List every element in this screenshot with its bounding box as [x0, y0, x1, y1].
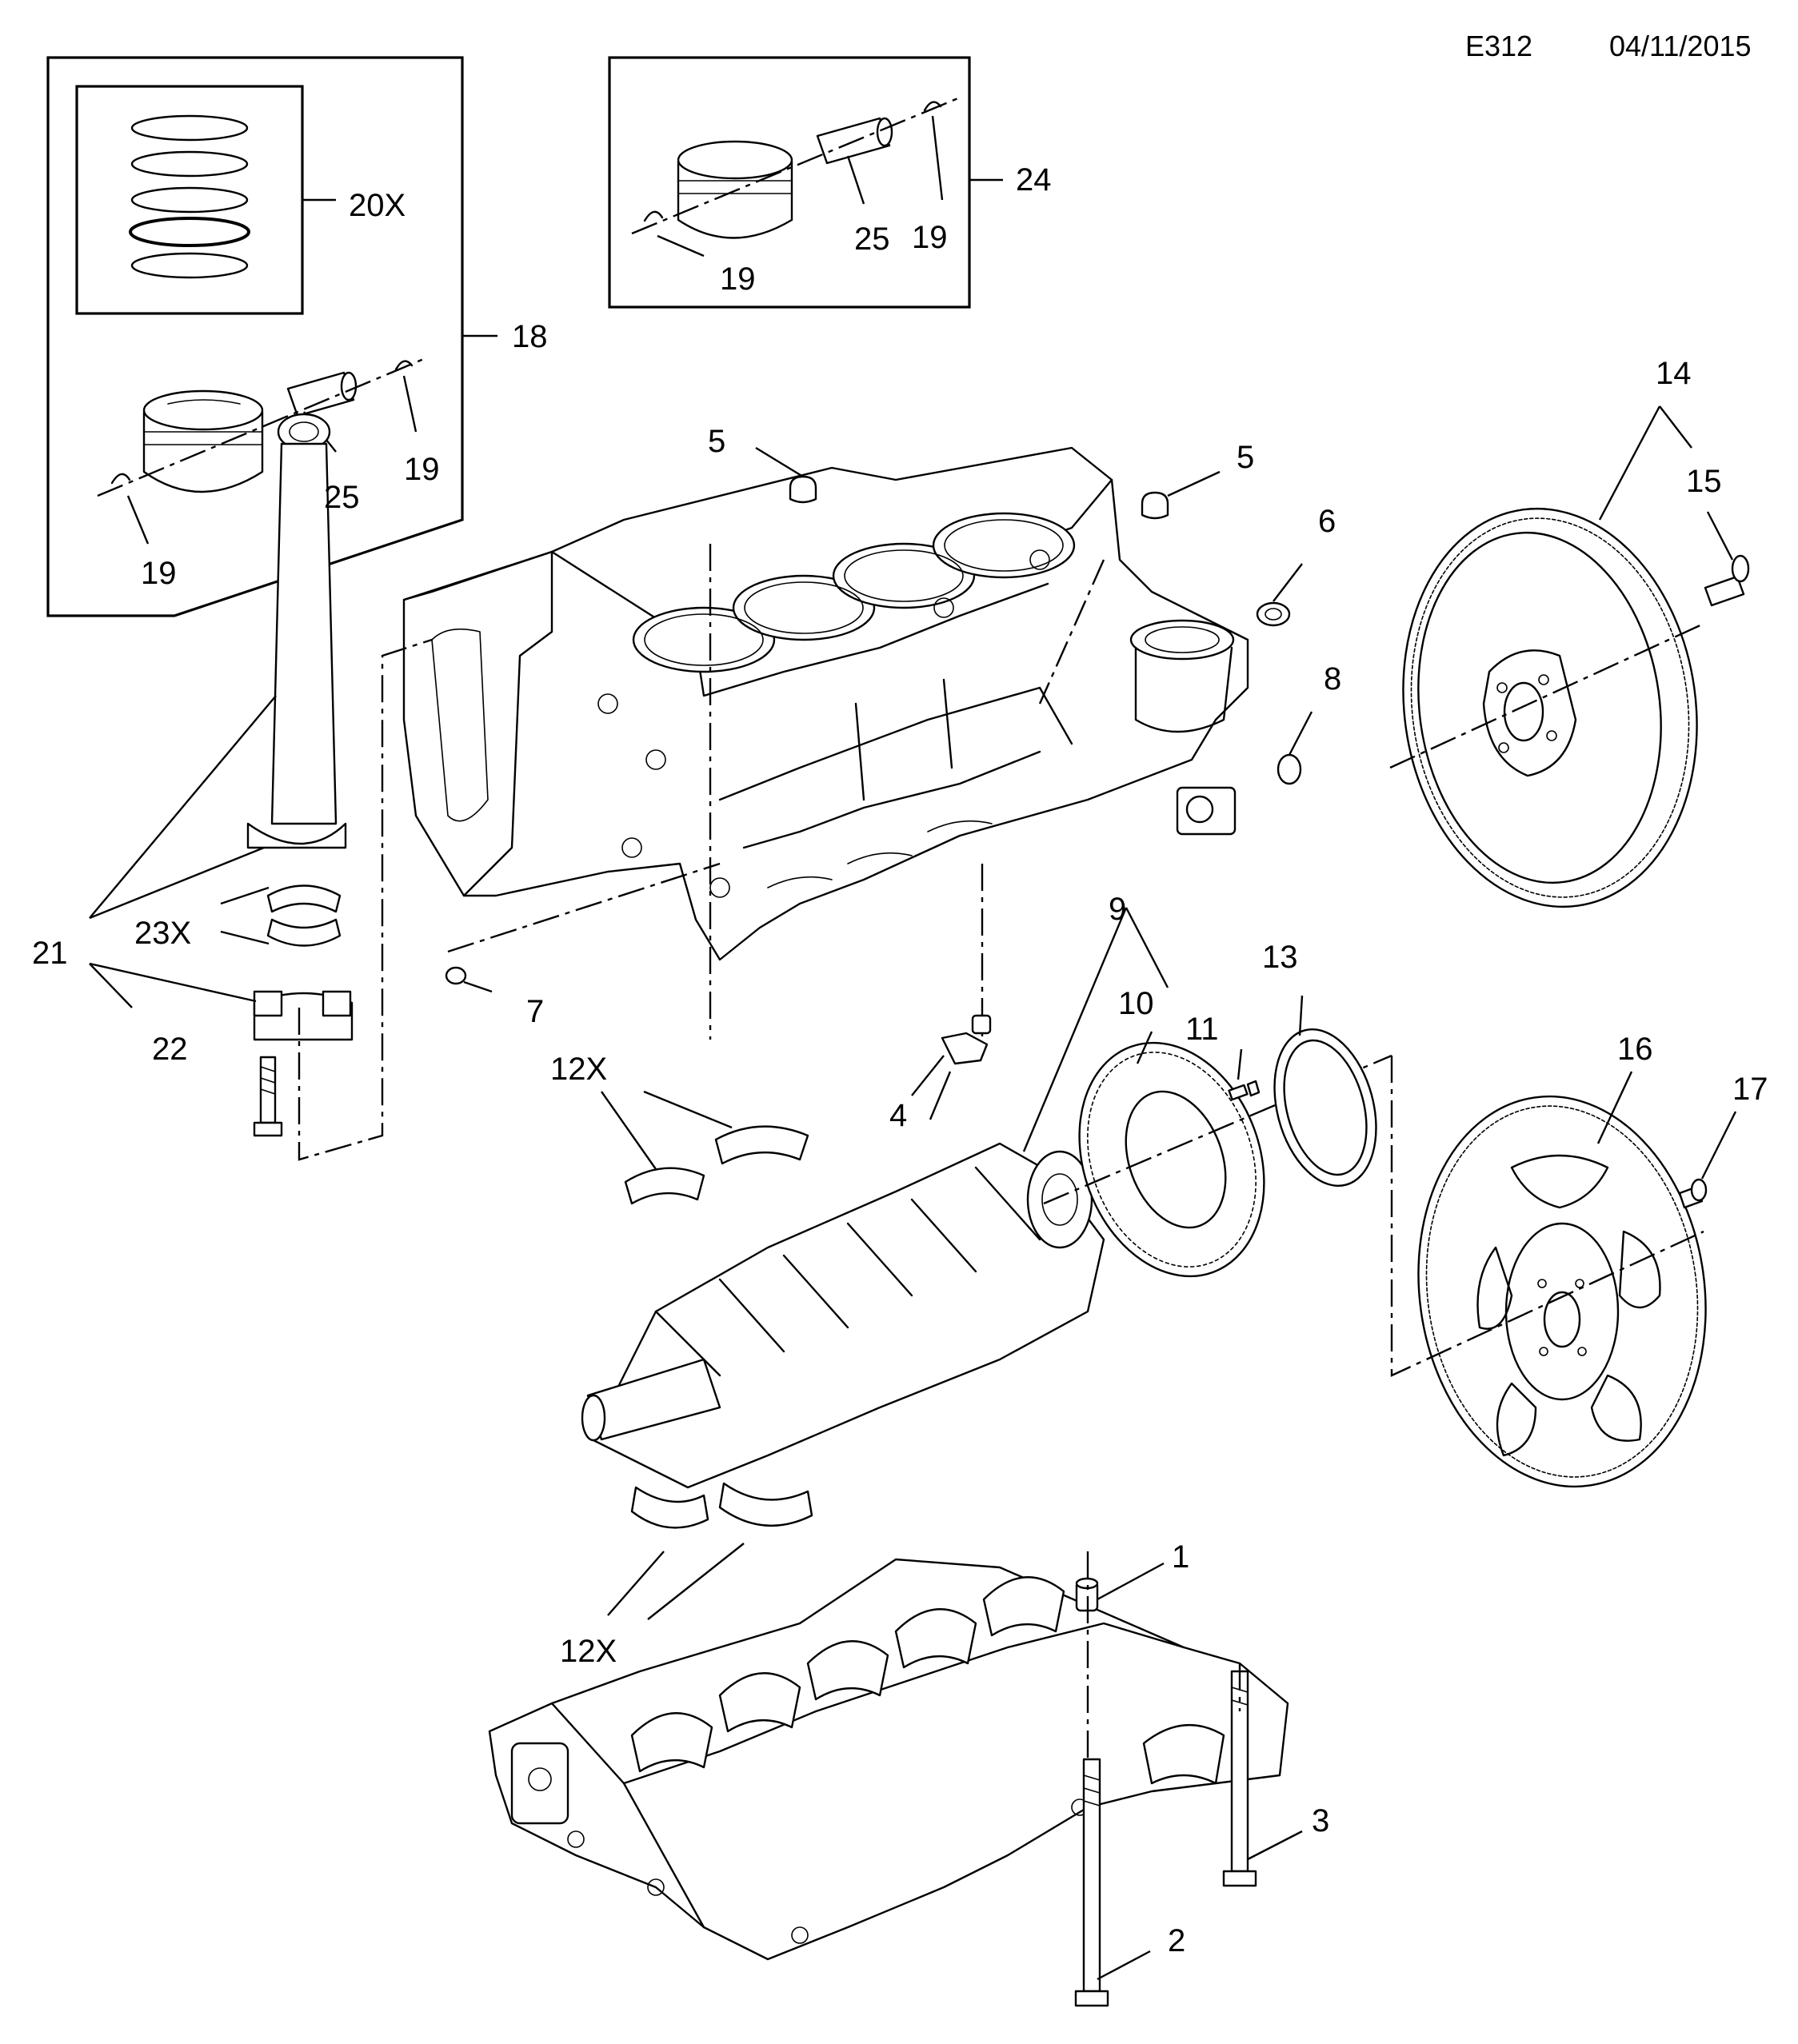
callout-21: 21 — [32, 936, 68, 971]
plug-5-right — [1141, 491, 1169, 520]
cylinder-bore-1 — [632, 606, 776, 673]
callout-7: 7 — [526, 994, 544, 1029]
callout-16: 16 — [1617, 1032, 1653, 1067]
callout-15: 15 — [1686, 464, 1722, 499]
callout-12x-upper: 12X — [550, 1052, 607, 1087]
callout-3: 3 — [1312, 1803, 1329, 1838]
piston — [142, 389, 264, 493]
reluctor-ring — [1078, 1041, 1265, 1278]
rod-bearing-shells — [266, 884, 342, 947]
callout-18: 18 — [512, 319, 548, 354]
connecting-rod — [246, 413, 354, 1041]
callout-9: 9 — [1109, 892, 1126, 927]
flexplate-bolt-17 — [1678, 1178, 1708, 1209]
callout-5-right: 5 — [1237, 440, 1254, 475]
rear-main-seal — [1273, 1028, 1377, 1188]
callout-17: 17 — [1732, 1072, 1768, 1107]
flexplate — [1417, 1095, 1707, 1488]
callout-23x: 23X — [134, 916, 191, 951]
bolt-11 — [1228, 1080, 1261, 1101]
diagram-code: E312 — [1465, 30, 1532, 62]
oil-jet-4 — [941, 1014, 992, 1065]
flywheel-bolt-15 — [1704, 554, 1750, 607]
flywheel — [1402, 507, 1698, 908]
piston-kit-box — [46, 56, 497, 617]
callout-25-box18: 25 — [324, 480, 360, 515]
bolt-3 — [1222, 1670, 1257, 1887]
callout-1: 1 — [1172, 1539, 1189, 1575]
callout-6: 6 — [1318, 504, 1336, 539]
piston-pin — [286, 371, 358, 417]
callout-5-left: 5 — [708, 424, 725, 459]
plug-5-left — [789, 475, 817, 504]
dowel-8 — [1277, 753, 1302, 785]
main-bearing-shells-lower — [630, 1482, 813, 1529]
callout-19-box18-right: 19 — [404, 452, 440, 487]
rod-bolt — [253, 1056, 283, 1137]
callout-11: 11 — [1185, 1012, 1219, 1047]
cylinder-bore-4 — [932, 512, 1076, 579]
callout-25-box24: 25 — [854, 222, 890, 257]
plug-6 — [1256, 601, 1291, 627]
circlip-left — [110, 473, 131, 485]
callout-19-box24-left: 19 — [720, 261, 756, 297]
callout-12x-lower: 12X — [560, 1634, 617, 1669]
callout-4: 4 — [889, 1098, 907, 1133]
main-bearing-shells-upper — [624, 1125, 809, 1205]
callout-8: 8 — [1324, 661, 1341, 697]
callout-10: 10 — [1118, 986, 1154, 1021]
callout-19-box18-left: 19 — [141, 556, 177, 591]
cylinder-block — [402, 446, 1249, 961]
callout-24: 24 — [1016, 162, 1052, 198]
piston-small — [677, 140, 793, 239]
plug-7 — [445, 966, 467, 985]
callout-14: 14 — [1656, 356, 1692, 391]
callout-labels: 1 2 3 4 5 5 6 7 8 9 10 11 12X 12X 13 14 … — [32, 162, 1768, 1958]
callout-22: 22 — [152, 1032, 188, 1067]
callout-2: 2 — [1168, 1923, 1185, 1958]
bolt-2 — [1074, 1758, 1109, 2007]
bedplate — [488, 1558, 1289, 1961]
callout-13: 13 — [1262, 940, 1298, 975]
diagram-date: 04/11/2015 — [1609, 30, 1752, 62]
piston-ring-set — [129, 114, 250, 279]
crankshaft — [581, 1142, 1105, 1489]
piston-pin-box — [608, 56, 1003, 309]
cylinder-bore-2 — [732, 574, 876, 641]
callout-19-box24-right: 19 — [912, 220, 948, 255]
callout-20x: 20X — [349, 188, 406, 223]
circlip-right — [394, 360, 414, 371]
cylinder-bore-3 — [832, 542, 976, 609]
